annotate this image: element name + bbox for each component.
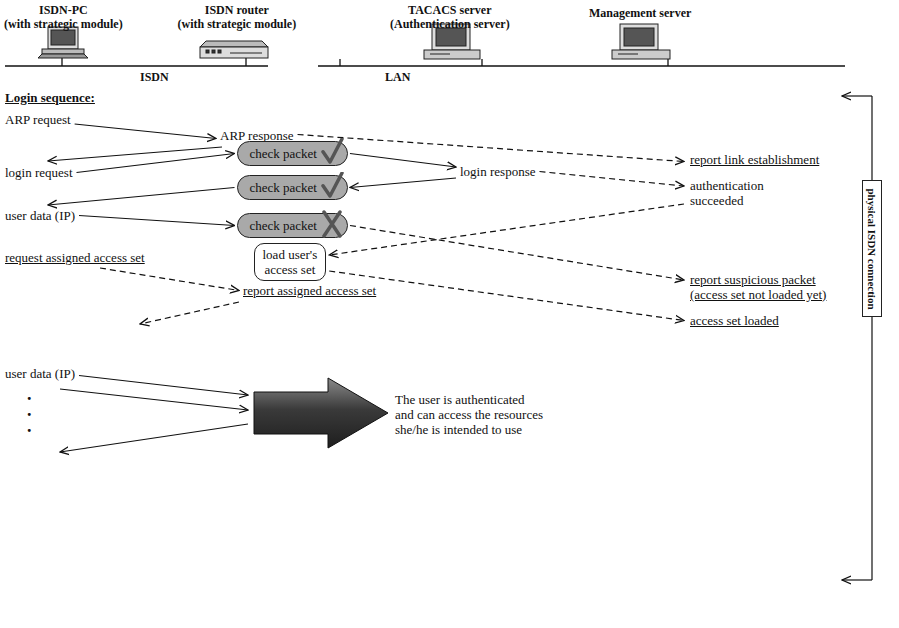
message-arrow <box>60 424 248 452</box>
cross-mark <box>320 210 344 239</box>
message: login response <box>460 164 535 179</box>
message: user data (IP) <box>5 366 75 381</box>
report-arrow <box>298 135 684 162</box>
check-mark <box>320 172 344 201</box>
report: report assigned access set <box>243 283 376 298</box>
message-arrow <box>350 154 456 168</box>
process-box: load user's access set <box>254 243 327 281</box>
pc-icon <box>38 27 88 58</box>
check-packet: check packet <box>237 175 348 200</box>
check-packet: check packet <box>237 213 348 238</box>
report-arrow <box>100 268 239 291</box>
big-arrow <box>254 378 388 448</box>
message-arrow <box>60 389 248 410</box>
message-arrow <box>77 154 235 173</box>
node-text: physical ISDN connection <box>866 188 878 309</box>
message: ARP request <box>5 112 71 127</box>
router-icon <box>200 41 268 58</box>
message-arrow <box>79 376 248 396</box>
check-mark <box>320 138 344 167</box>
report: report suspicious packet (access set not… <box>690 272 826 302</box>
check-packet: check packet <box>237 141 348 166</box>
device-name: Management server <box>589 6 691 20</box>
message-arrow <box>75 124 216 139</box>
arrows <box>48 124 684 452</box>
network-name: LAN <box>385 70 410 84</box>
continuation-dot: . <box>27 416 32 436</box>
report: access set loaded <box>690 313 779 328</box>
report-arrow <box>539 172 684 187</box>
report-arrow <box>329 271 684 321</box>
message: user data (IP) <box>5 208 75 223</box>
node-text: check packet <box>250 146 317 161</box>
bracket <box>842 96 872 580</box>
note: The user is authenticated and can access… <box>395 392 543 437</box>
message: authentication succeeded <box>690 178 764 208</box>
connection-box: physical ISDN connection <box>862 180 882 317</box>
device-name: TACACS server (Authentication server) <box>390 3 510 31</box>
message: login request <box>5 165 73 180</box>
message-arrow <box>79 216 234 226</box>
report-arrow <box>350 226 684 281</box>
node-text: check packet <box>250 218 317 233</box>
node-text: load user's access set <box>263 247 318 277</box>
network-name: ISDN <box>140 70 169 84</box>
node-text: check packet <box>250 180 317 195</box>
report-arrow <box>329 204 684 255</box>
report: report link establishment <box>690 152 819 167</box>
message-arrow <box>48 188 235 206</box>
report-arrow <box>140 302 239 324</box>
device-name: ISDN-PC (with strategic module) <box>4 3 123 31</box>
heading: Login sequence: <box>5 90 95 105</box>
message-arrow <box>48 147 222 161</box>
message-arrow <box>350 178 456 188</box>
server-icon <box>612 24 670 59</box>
device-name: ISDN router (with strategic module) <box>178 3 297 31</box>
report: request assigned access set <box>5 250 145 265</box>
